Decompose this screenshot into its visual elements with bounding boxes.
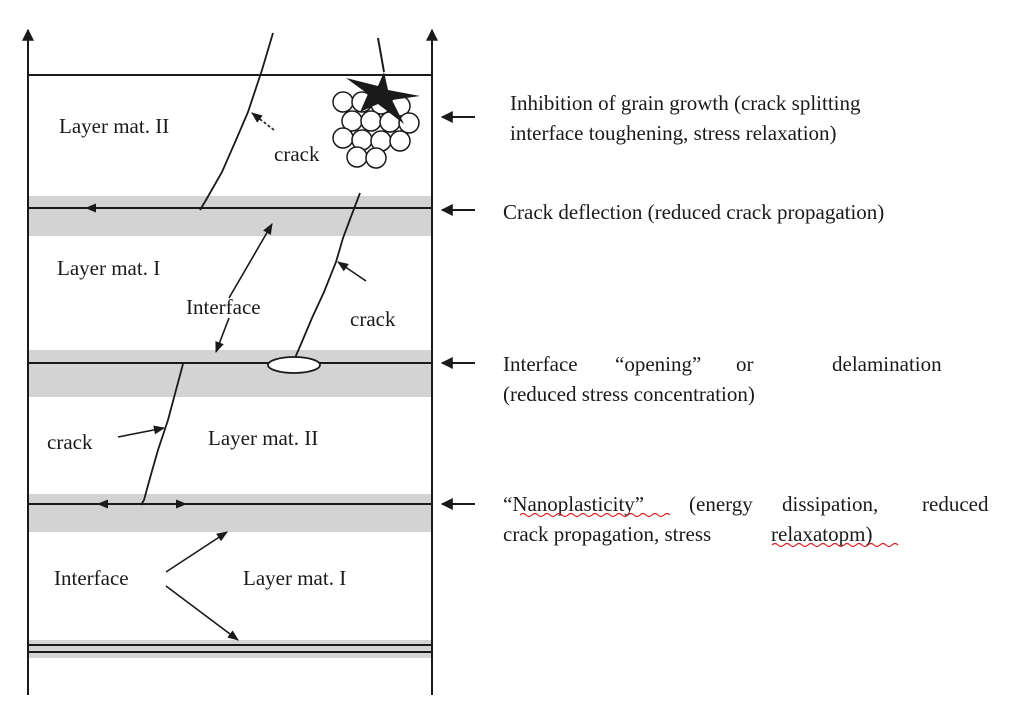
mechanism-3-word-2: “opening” bbox=[615, 352, 701, 376]
mechanism-4-word-1: “Nanoplasticity” bbox=[503, 492, 644, 516]
crack-path-1 bbox=[199, 32, 274, 211]
layer-label-1: Layer mat. II bbox=[59, 114, 169, 138]
crack-paths bbox=[140, 32, 361, 506]
mechanism-4-line-2b: relaxatopm) bbox=[771, 522, 872, 546]
mechanism-3-word-3: or bbox=[736, 352, 754, 376]
crack-splitting-star bbox=[346, 37, 420, 124]
delamination-opening bbox=[267, 356, 321, 374]
mechanism-opening: Interface “opening” or delamination (red… bbox=[503, 352, 942, 406]
mechanism-4-word-4: reduced bbox=[922, 492, 989, 516]
mechanism-1-line-1: Inhibition of grain growth (crack splitt… bbox=[510, 91, 861, 115]
mechanism-3-line-2: (reduced stress concentration) bbox=[503, 382, 755, 406]
interface-band-2 bbox=[28, 350, 432, 397]
grain bbox=[332, 127, 354, 149]
mechanism-4-word-2: (energy bbox=[689, 492, 753, 516]
mechanism-3-word-4: delamination bbox=[832, 352, 942, 376]
grain bbox=[360, 110, 382, 132]
mechanism-2-line-1: Crack deflection (reduced crack propagat… bbox=[503, 200, 884, 224]
crack-pointer-1 bbox=[251, 112, 275, 131]
interface-label-2: Interface bbox=[54, 566, 129, 590]
interface-arrow-up bbox=[228, 223, 273, 299]
grain bbox=[389, 130, 411, 152]
interface-band-4 bbox=[28, 640, 432, 658]
mechanism-4-word-3: dissipation, bbox=[782, 492, 878, 516]
interface-arrow-down bbox=[215, 317, 230, 354]
crack-label-3: crack bbox=[47, 430, 93, 454]
interface-arrow-down-2 bbox=[165, 585, 239, 641]
mechanism-3-word-1: Interface bbox=[503, 352, 578, 376]
crack-pointer-2 bbox=[337, 261, 367, 282]
grain bbox=[365, 147, 387, 169]
mechanism-4-line-2a: crack propagation, stress bbox=[503, 522, 711, 546]
grain bbox=[398, 112, 420, 134]
grain bbox=[346, 146, 368, 168]
mechanism-pointer-arrows bbox=[440, 111, 475, 510]
interface-arrow-up-2 bbox=[165, 531, 228, 573]
crack-label-1: crack bbox=[274, 142, 320, 166]
mechanism-nanoplasticity: “Nanoplasticity” (energy dissipation, re… bbox=[503, 492, 989, 548]
mechanism-inhibition: Inhibition of grain growth (crack splitt… bbox=[510, 91, 861, 145]
layer-label-2: Layer mat. I bbox=[57, 256, 160, 280]
interface-band-3 bbox=[28, 494, 432, 532]
mechanism-deflection: Crack deflection (reduced crack propagat… bbox=[503, 200, 884, 224]
crack-path-3 bbox=[140, 363, 184, 506]
interface-label-1: Interface bbox=[186, 295, 261, 319]
interface-band-1 bbox=[28, 196, 432, 236]
crack-pointer-3 bbox=[117, 425, 166, 438]
frame bbox=[22, 28, 438, 695]
spellcheck-squiggle-2 bbox=[771, 542, 899, 548]
spellcheck-squiggle-1 bbox=[519, 512, 671, 518]
mechanism-1-line-2: interface toughening, stress relaxation) bbox=[510, 121, 837, 145]
interface-lines bbox=[28, 207, 432, 653]
layer-label-4: Layer mat. I bbox=[243, 566, 346, 590]
crack-label-2: crack bbox=[350, 307, 396, 331]
diagram-arrows bbox=[84, 112, 367, 641]
grain bbox=[332, 91, 354, 113]
crack-path-2 bbox=[294, 192, 361, 359]
layer-label-3: Layer mat. II bbox=[208, 426, 318, 450]
